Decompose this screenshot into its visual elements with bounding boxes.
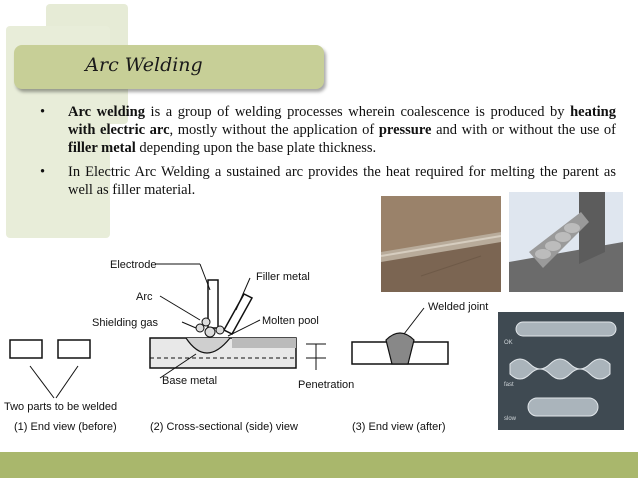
caption-end-view-after: (3) End view (after) bbox=[352, 421, 446, 433]
weld-beads-photo: OK fast slow bbox=[498, 312, 624, 430]
bullet-item: • In Electric Arc Welding a sustained arc… bbox=[32, 163, 616, 199]
label-welded-joint: Welded joint bbox=[428, 301, 488, 313]
caption-end-view-before: (1) End view (before) bbox=[14, 421, 117, 433]
fillet-weld-image bbox=[509, 192, 623, 292]
label-two-parts: Two parts to be welded bbox=[4, 401, 117, 413]
weld-seam-image bbox=[381, 196, 501, 292]
bullet-list: • Arc welding is a group of welding proce… bbox=[32, 103, 616, 205]
title-banner: Arc Welding bbox=[14, 45, 324, 89]
slide-title: Arc Welding bbox=[85, 54, 203, 76]
end-view-after bbox=[351, 307, 449, 365]
bullet-marker: • bbox=[40, 104, 46, 120]
arc-welding-diagram: Electrode Filler metal Arc Shielding gas… bbox=[4, 259, 488, 433]
bullet-text: and with or without the use of bbox=[431, 122, 616, 138]
label-arc: Arc bbox=[136, 291, 153, 303]
label-fast: fast bbox=[504, 382, 514, 388]
bullet-text: In Electric Arc Welding a sustained arc … bbox=[68, 164, 616, 198]
end-view-before bbox=[9, 339, 91, 399]
footer-bar bbox=[0, 452, 638, 478]
label-electrode: Electrode bbox=[110, 259, 156, 271]
bullet-bold-text: filler metal bbox=[68, 140, 136, 156]
bullet-bold-text: pressure bbox=[378, 122, 432, 138]
cross-section-view bbox=[149, 263, 326, 379]
weld-seam-photo bbox=[381, 196, 501, 292]
fillet-weld-photo bbox=[509, 192, 623, 292]
weld-beads-image: OK fast slow bbox=[498, 312, 624, 430]
bullet-item: • Arc welding is a group of welding proce… bbox=[32, 103, 616, 157]
label-slow: slow bbox=[504, 416, 517, 422]
label-penetration: Penetration bbox=[298, 379, 354, 391]
bullet-bold-text: heating with electric arc bbox=[68, 104, 616, 138]
bullet-text: is a group of welding processes wherein … bbox=[145, 104, 571, 120]
caption-cross-section: (2) Cross-sectional (side) view bbox=[150, 421, 298, 433]
bullet-marker: • bbox=[40, 164, 46, 180]
bullet-bold-text: Arc welding bbox=[68, 104, 145, 120]
label-filler-metal: Filler metal bbox=[256, 271, 310, 283]
label-base-metal: Base metal bbox=[162, 375, 217, 387]
filler-rod bbox=[222, 293, 254, 335]
label-ok: OK bbox=[504, 340, 513, 346]
bullet-text: depending upon the base plate thickness. bbox=[135, 140, 377, 156]
label-molten-pool: Molten pool bbox=[262, 315, 319, 327]
bullet-text: , mostly without the application of bbox=[169, 122, 379, 138]
label-shielding-gas: Shielding gas bbox=[92, 317, 159, 329]
